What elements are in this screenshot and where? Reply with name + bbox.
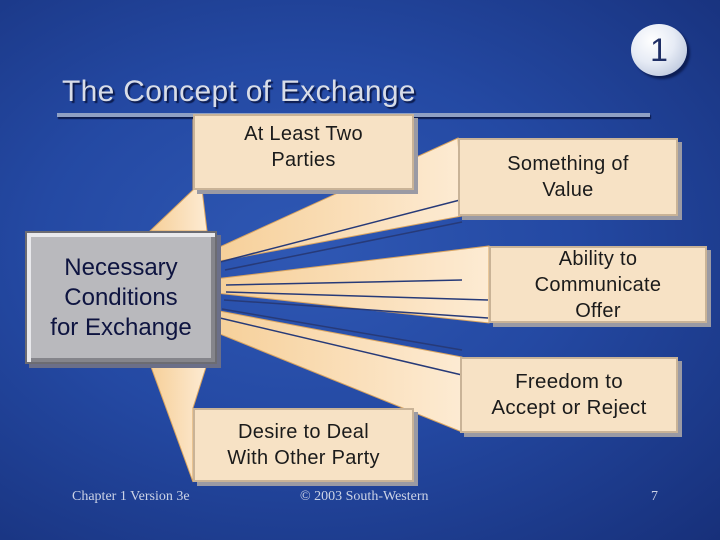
condition-freedom-to-accept-or-reject: Freedom to Accept or Reject <box>460 357 678 433</box>
condition-something-of-value: Something of Value <box>458 138 678 216</box>
condition-at-least-two-parties: At Least Two Parties <box>193 114 414 190</box>
slide-title: The Concept of Exchange <box>62 75 416 108</box>
footer-page-number: 7 <box>651 489 658 504</box>
condition-ability-to-communicate-offer: Ability to Communicate Offer <box>489 246 707 323</box>
footer-chapter: Chapter 1 Version 3e <box>72 489 190 504</box>
center-necessary-conditions: Necessary Conditions for Exchange <box>25 231 217 364</box>
footer-copyright: © 2003 South-Western <box>300 489 429 504</box>
condition-desire-to-deal: Desire to Deal With Other Party <box>193 408 414 482</box>
slide-number-badge: 1 <box>631 24 687 76</box>
